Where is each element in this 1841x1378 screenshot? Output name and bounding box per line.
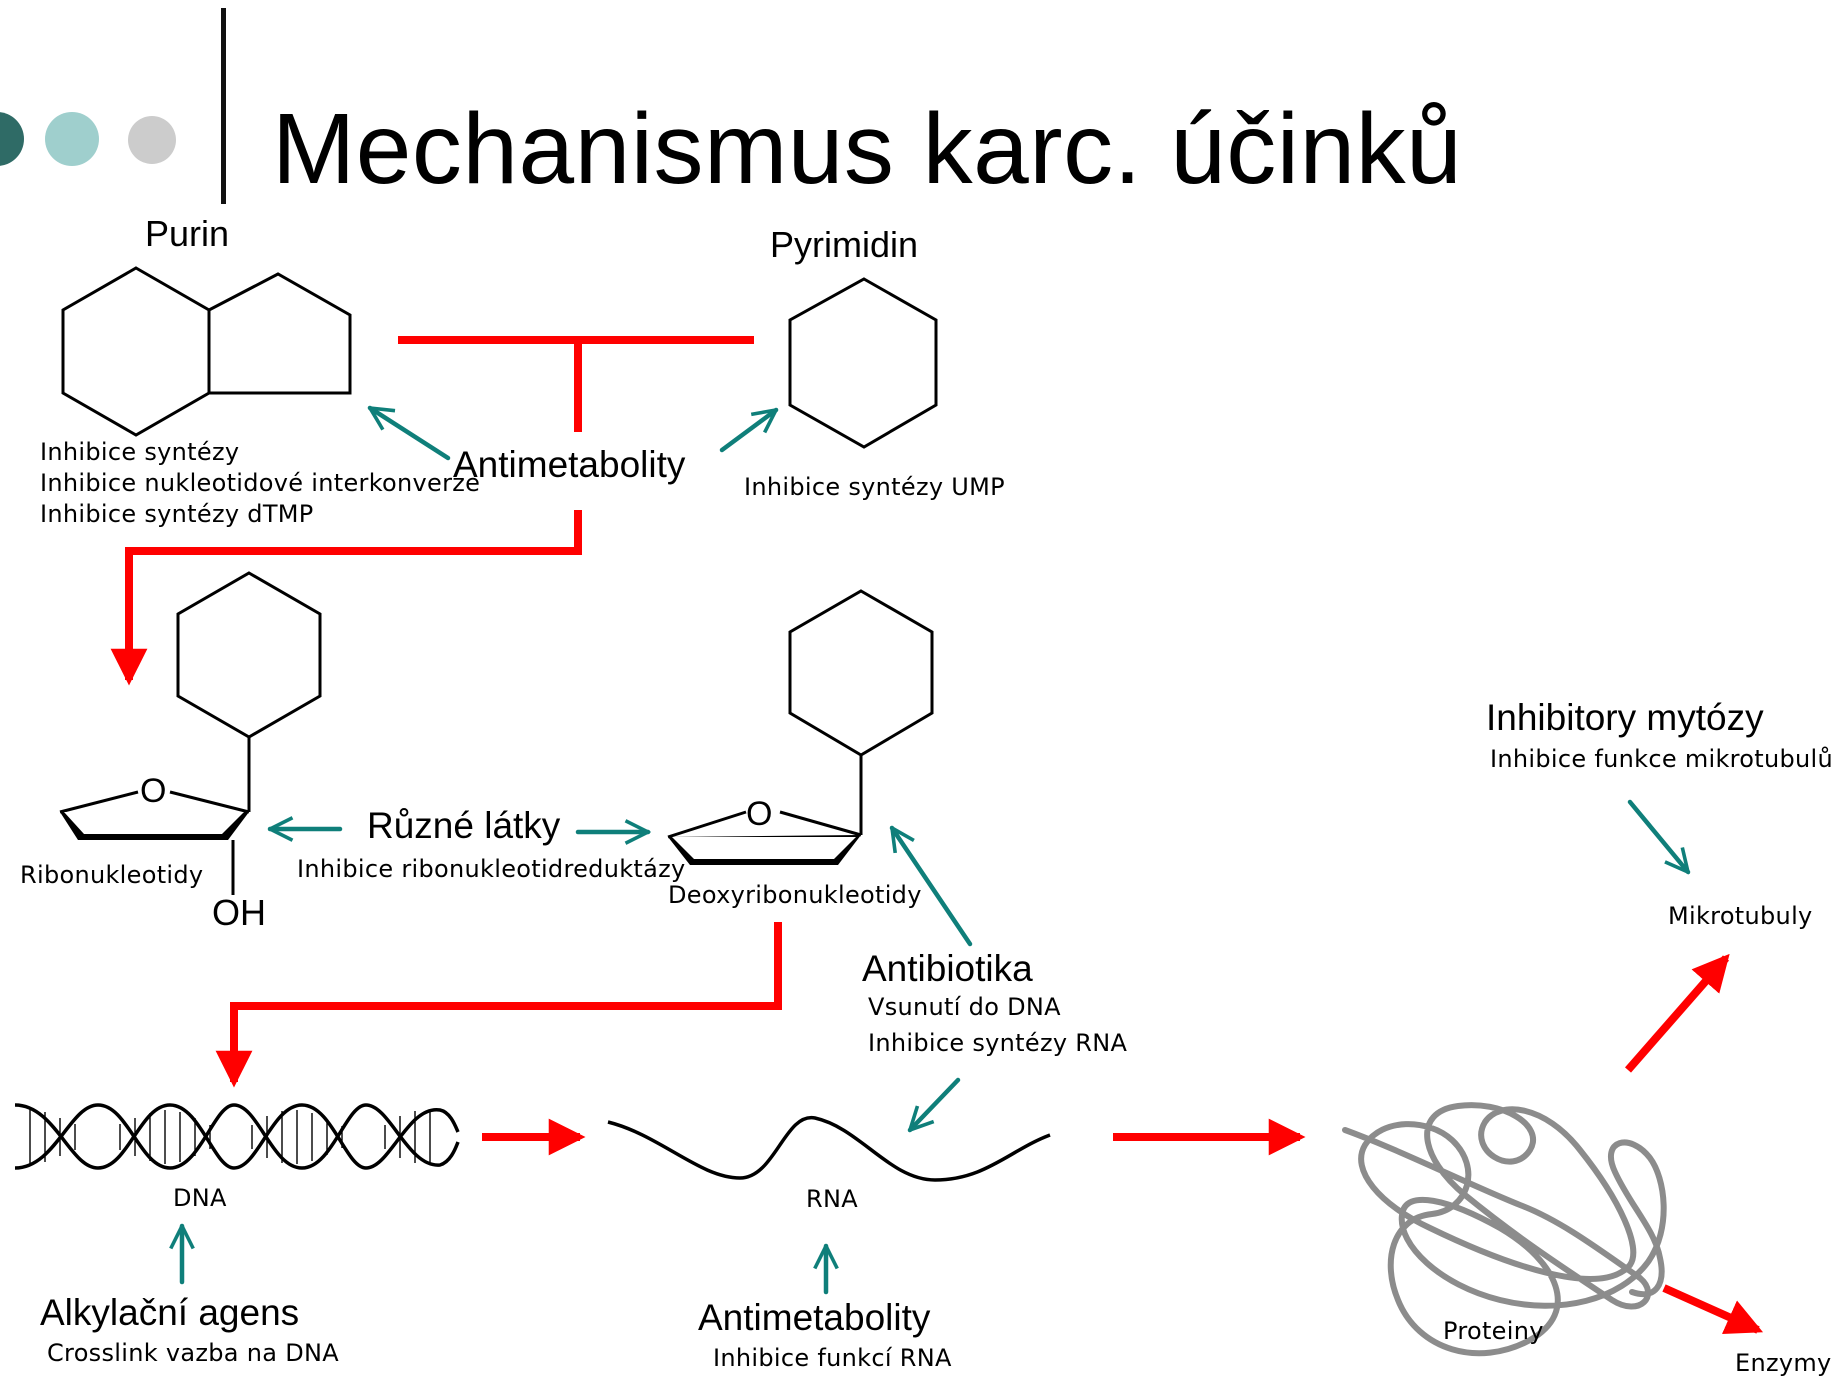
deoxy-ring-oxygen: O xyxy=(746,795,773,833)
deoxy-ring-left-upper xyxy=(667,810,747,839)
proteiny-label: Proteiny xyxy=(1443,1317,1544,1345)
ribo-ring-right-upper xyxy=(169,790,250,814)
protein-tangle xyxy=(1342,1102,1667,1357)
ribo-base-hexagon xyxy=(176,571,322,739)
pathway-arrows xyxy=(110,336,1764,1335)
antibiotika-effect-2: Inhibice syntézy RNA xyxy=(868,1029,1128,1057)
purin-effect-3: Inhibice syntézy dTMP xyxy=(40,500,314,528)
pyrimidin-effect: Inhibice syntézy UMP xyxy=(744,473,1005,501)
inhibition-arrows xyxy=(182,405,1688,1295)
arrow-to-dna xyxy=(215,922,782,1088)
dna-strand-a xyxy=(14,1103,460,1170)
page-title: Mechanismus karc. účinků xyxy=(272,93,1463,205)
inhibitory-mytozy-name: Inhibitory mytózy xyxy=(1486,697,1764,738)
rna-strand xyxy=(607,1116,1051,1182)
purin-label: Purin xyxy=(145,213,230,254)
antimetabolity-bottom-effect: Inhibice funkcí RNA xyxy=(713,1344,952,1372)
deoxyribonukleotid-structure xyxy=(667,589,934,865)
header-dot-teal xyxy=(45,112,99,166)
antibiotika-name: Antibiotika xyxy=(862,948,1033,989)
hydroxyl-label: OH xyxy=(212,892,266,933)
ribo-ring-oxygen: O xyxy=(140,772,167,810)
purin-effect-2: Inhibice nukleotidové interkonverze xyxy=(40,469,481,497)
ruzne-latky-name: Různé látky xyxy=(367,805,561,846)
ribo-ring-left-upper xyxy=(59,790,139,814)
deoxy-ring-right-upper xyxy=(779,810,862,837)
inhibitory-mytozy-effect: Inhibice funkce mikrotubulů xyxy=(1490,745,1834,773)
enzymy-label: Enzymy xyxy=(1735,1349,1832,1377)
arrow-antimetabolity-to-purin xyxy=(370,405,451,461)
rna-label: RNA xyxy=(806,1185,858,1213)
arrow-to-ribonukleotidy xyxy=(110,510,582,686)
antibiotika-effect-1: Vsunutí do DNA xyxy=(868,993,1061,1021)
ruzne-latky-effect: Inhibice ribonukleotidreduktázy xyxy=(297,855,686,883)
dna-strand-b xyxy=(14,1103,460,1170)
mikrotubuly-label: Mikrotubuly xyxy=(1668,902,1813,930)
antimetabolity-bottom-name: Antimetabolity xyxy=(698,1297,931,1338)
dna-helix xyxy=(14,1103,460,1170)
header-divider xyxy=(221,8,226,204)
purin-hexagon xyxy=(61,266,211,437)
pyrimidin-label: Pyrimidin xyxy=(770,224,919,265)
ribonukleotid-structure xyxy=(59,571,322,895)
pyrimidin-hexagon xyxy=(788,277,938,449)
antimetabolity-top-name: Antimetabolity xyxy=(453,444,686,485)
dna-label: DNA xyxy=(173,1184,227,1212)
arrow-to-mikrotubuly xyxy=(1624,953,1730,1073)
arrow-to-enzymy xyxy=(1662,1284,1764,1335)
purin-structure xyxy=(61,266,352,437)
arrow-antimetabolity-to-pyrimidin xyxy=(719,410,776,453)
dna-rungs xyxy=(29,1108,431,1165)
arrow-antibiotika-to-deoxy xyxy=(889,828,973,947)
purin-effect-1: Inhibice syntézy xyxy=(40,438,240,466)
alkylacni-agens-name: Alkylační agens xyxy=(40,1292,300,1333)
ribonukleotidy-label: Ribonukleotidy xyxy=(20,861,204,889)
arrow-antibiotika-to-rna xyxy=(910,1077,961,1130)
arrow-mytozy-to-mikrotubuly xyxy=(1627,799,1688,872)
header-dot-grey xyxy=(128,116,176,164)
alkylacni-agens-effect: Crosslink vazba na DNA xyxy=(47,1339,339,1367)
deoxy-base-hexagon xyxy=(788,589,934,757)
purin-pentagon xyxy=(207,272,352,395)
deoxyribonukleotidy-label: Deoxyribonukleotidy xyxy=(668,881,922,909)
